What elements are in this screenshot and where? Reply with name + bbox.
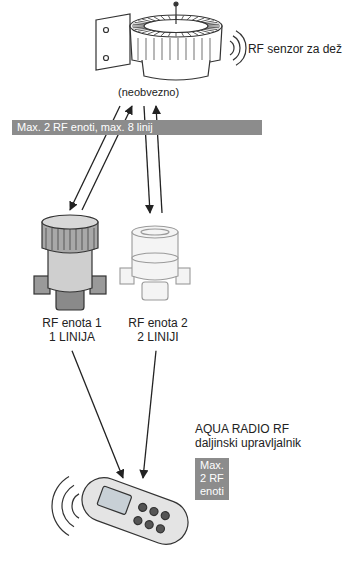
remote-label: AQUA RADIO RF daljinski upravljalnik	[195, 422, 335, 451]
rf-unit	[34, 215, 106, 310]
connector	[72, 351, 123, 478]
connector-line	[72, 351, 123, 478]
rain-sensor-node: RF senzor za dež(neobvezno)	[92, 0, 242, 104]
capacity-band: Max. 2 RF enoti, max. 8 linij	[12, 120, 262, 135]
text-slot: Max. 2 RF enoti	[195, 458, 229, 500]
rain-sensor	[96, 2, 222, 80]
rf-unit-node: RF enota 1 1 LINIJA	[30, 212, 115, 349]
text-slot: RF enota 1 1 LINIJA	[40, 316, 104, 345]
connector-line	[143, 351, 156, 478]
unit-label: RF enota 2 2 LINIJI	[126, 316, 190, 345]
optional-note: (neobvezno)	[118, 86, 179, 99]
radio-waves	[230, 31, 246, 66]
remote-node: AQUA RADIO RF daljinski upravljalnikMax.…	[78, 480, 193, 550]
text-slot: AQUA RADIO RF daljinski upravljalnik	[195, 422, 335, 451]
remote-control	[76, 472, 194, 551]
sensor-label: RF senzor za dež	[248, 42, 342, 56]
capacity-band: Max. 2 RF enoti	[195, 458, 229, 500]
connector	[143, 351, 156, 478]
rf-unit	[120, 226, 190, 300]
rf-unit-node: RF enota 2 2 LINIJI	[118, 215, 198, 349]
text-slot: Max. 2 RF enoti, max. 8 linij	[12, 120, 262, 135]
radio-waves	[52, 477, 79, 536]
unit-label: RF enota 1 1 LINIJA	[40, 316, 104, 345]
text-slot: RF senzor za dež	[248, 42, 342, 56]
text-slot: (neobvezno)	[118, 86, 179, 99]
text-slot: RF enota 2 2 LINIJI	[126, 316, 190, 345]
